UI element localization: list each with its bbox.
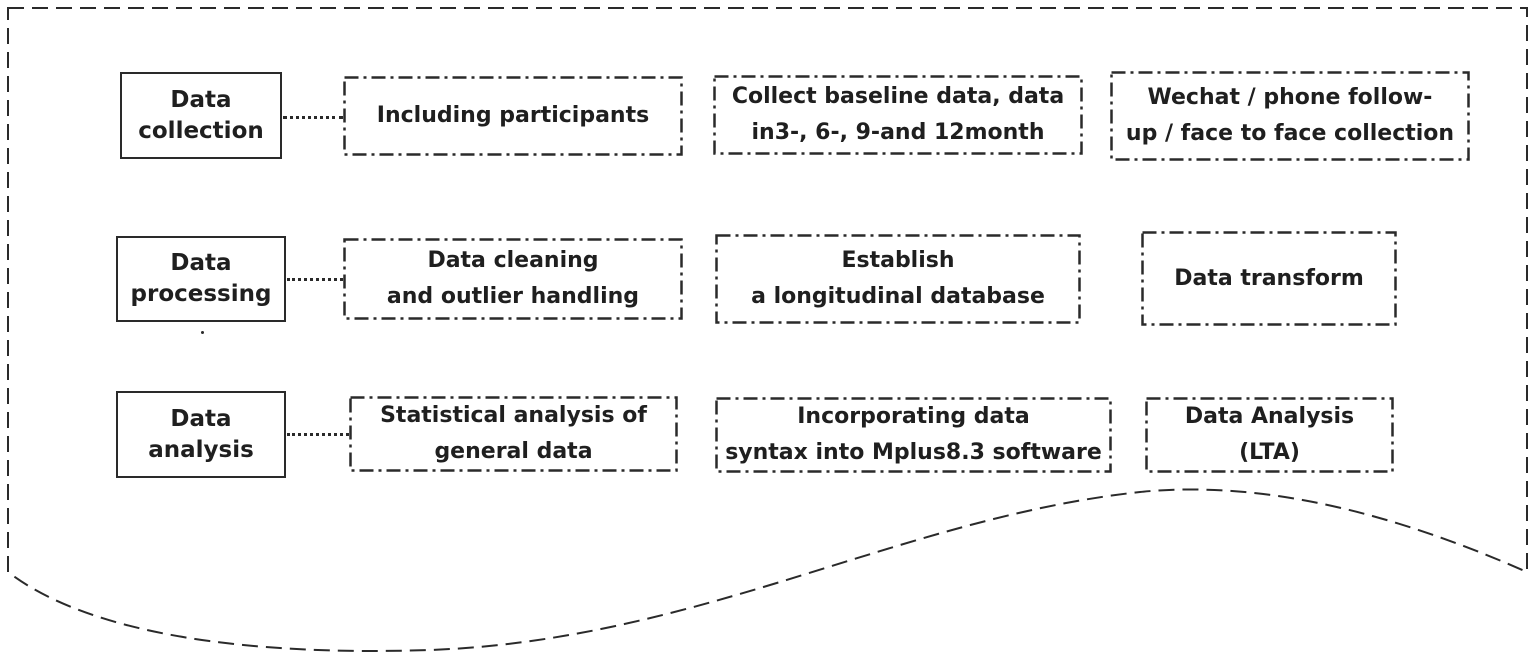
stage-data-analysis: Data analysis	[116, 391, 286, 478]
stray-dot	[201, 331, 204, 334]
stage-label: Data collection	[138, 86, 264, 144]
stage-label: Data analysis	[148, 405, 254, 463]
step-follow-up-collection: Wechat / phone follow- up / face to face…	[1110, 71, 1470, 161]
step-data-analysis-lta: Data Analysis (LTA)	[1145, 397, 1394, 473]
step-collect-baseline-data: Collect baseline data, data in3-, 6-, 9-…	[713, 75, 1083, 155]
connector-processing	[287, 278, 343, 281]
step-label: Data Analysis (LTA)	[1184, 404, 1355, 465]
stage-data-processing: Data processing	[116, 236, 286, 322]
step-statistical-analysis: Statistical analysis of general data	[349, 396, 678, 472]
step-label: Data transform	[1174, 265, 1364, 291]
step-label: Including participants	[376, 103, 650, 128]
step-incorporating-syntax: Incorporating data syntax into Mplus8.3 …	[715, 397, 1112, 473]
step-label: Wechat / phone follow- up / face to face…	[1125, 85, 1455, 146]
step-establish-database: Establish a longitudinal database	[715, 234, 1081, 324]
step-label: Incorporating data syntax into Mplus8.3 …	[725, 404, 1102, 465]
step-label: Data cleaning and outlier handling	[386, 248, 640, 309]
stage-label: Data processing	[130, 250, 272, 307]
connector-analysis	[287, 433, 349, 436]
step-data-transform: Data transform	[1141, 231, 1397, 326]
step-label: Collect baseline data, data in3-, 6-, 9-…	[731, 84, 1065, 145]
stage-data-collection: Data collection	[120, 72, 282, 159]
step-including-participants: Including participants	[343, 76, 683, 156]
step-label: Statistical analysis of general data	[380, 403, 647, 464]
connector-collection	[283, 116, 343, 119]
step-label: Establish a longitudinal database	[751, 248, 1045, 309]
step-data-cleaning: Data cleaning and outlier handling	[343, 238, 683, 320]
